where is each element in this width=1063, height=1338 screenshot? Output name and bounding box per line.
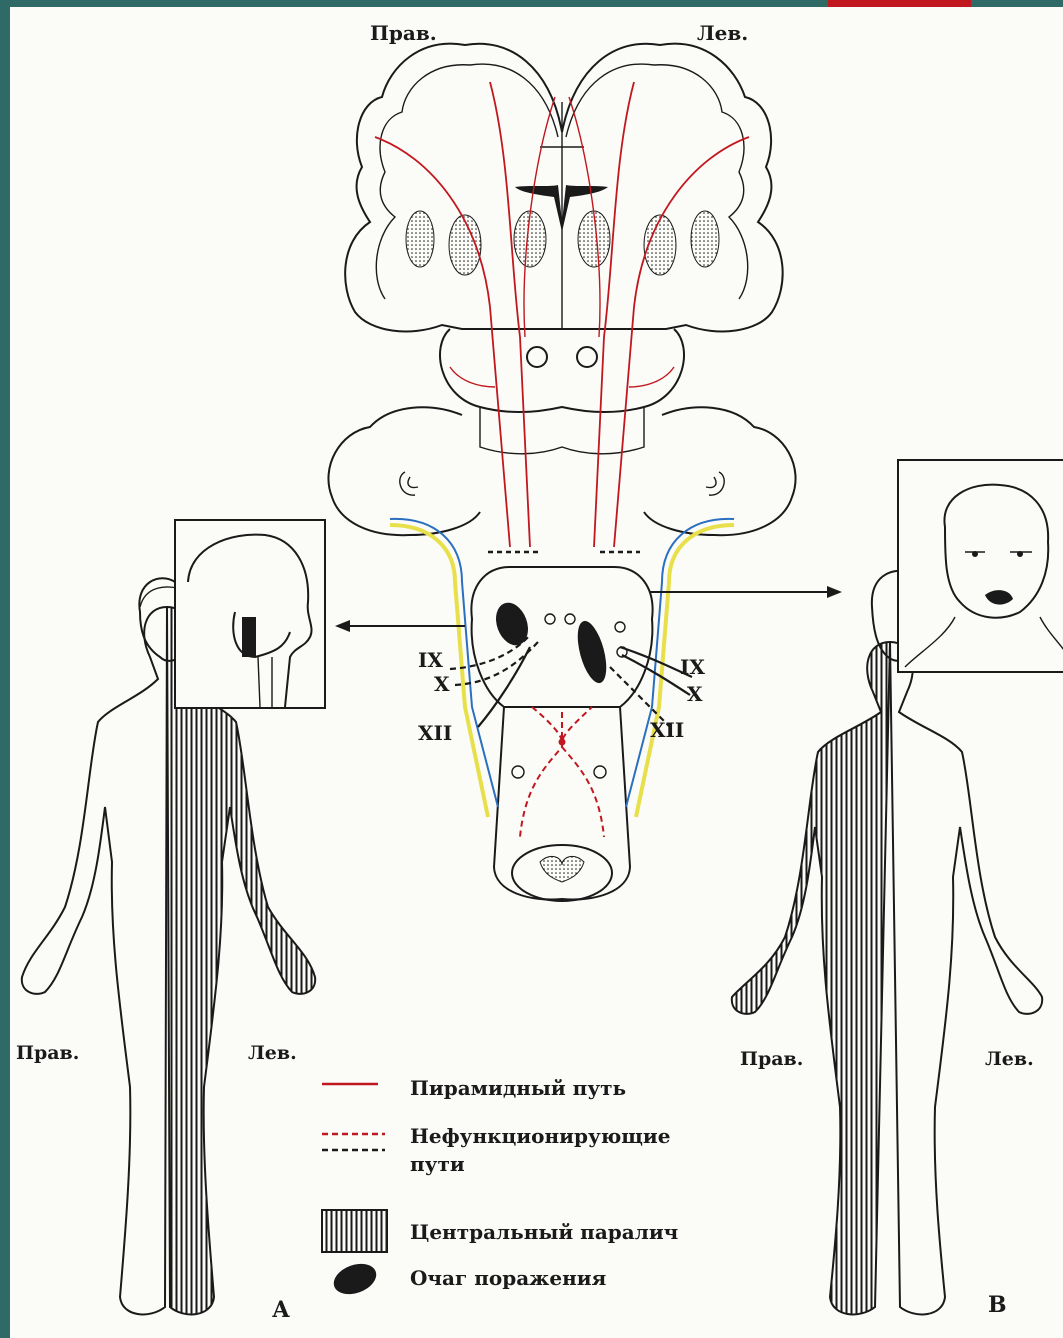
legend-label-pyramidal: Пирамидный путь <box>410 1076 626 1100</box>
nerve-label-x-left: X <box>434 672 450 696</box>
legend-label-central-paralysis: Центральный паралич <box>410 1220 678 1244</box>
midbrain-nucleus-l <box>577 347 597 367</box>
legend-label-nonfunctioning-1: Нефункционирующие <box>410 1124 670 1148</box>
figure-a-label-left: Лев. <box>248 1042 297 1064</box>
basal-nucleus-r1 <box>406 211 434 267</box>
legend-label-nonfunctioning-2: пути <box>410 1152 465 1176</box>
midbrain-nucleus-r <box>527 347 547 367</box>
nerve-label-xii-right: XII <box>650 718 684 742</box>
nerve-label-ix-left: IX <box>418 648 443 672</box>
nerve-label-xii-left: XII <box>418 721 452 745</box>
figure-b <box>732 460 1063 1314</box>
figure-a <box>22 520 325 1314</box>
left-teal-strip <box>0 0 10 1338</box>
brain-label-left-side: Лев. <box>697 21 748 45</box>
inset-b-face <box>898 460 1063 672</box>
cerebrum <box>345 44 783 332</box>
legend-swatch-lesion <box>330 1258 381 1299</box>
nerve-label-x-right: X <box>687 682 703 706</box>
brain-label-right-side: Прав. <box>370 21 437 45</box>
cerebellum <box>328 407 795 535</box>
legend-swatch-central-paralysis <box>322 1210 387 1252</box>
nonfunctioning-path-red-2 <box>562 747 604 837</box>
figure-a-body-right-half <box>22 607 167 1314</box>
inset-a-sagittal-head <box>175 520 325 708</box>
basal-nucleus-l1 <box>691 211 719 267</box>
figure-b-body-left-half <box>890 642 1042 1314</box>
figure-a-body-left-half-paralysis <box>167 607 315 1314</box>
brainstem-diagram: Прав. Лев. IX X XII IX X XII Прав. Лев. … <box>10 7 1063 1338</box>
figure-b-letter: В <box>988 1292 1007 1318</box>
nerve-label-ix-right: IX <box>680 655 705 679</box>
figure-a-letter: А <box>272 1297 290 1323</box>
figure-b-body-right-half-paralysis <box>732 642 890 1314</box>
midbrain <box>440 329 684 454</box>
figure-a-label-right: Прав. <box>16 1042 79 1064</box>
lesion-focus-left <box>490 598 533 650</box>
lesion-focus-right <box>572 618 612 686</box>
figure-b-label-right: Прав. <box>740 1048 803 1070</box>
figure-b-label-left: Лев. <box>985 1048 1034 1070</box>
diagram-panel: Прав. Лев. IX X XII IX X XII Прав. Лев. … <box>10 7 1063 1338</box>
legend: Пирамидный путь Нефункционирующие пути Ц… <box>322 1076 678 1300</box>
accent-bar <box>828 0 971 7</box>
legend-label-lesion: Очаг поражения <box>410 1266 607 1290</box>
